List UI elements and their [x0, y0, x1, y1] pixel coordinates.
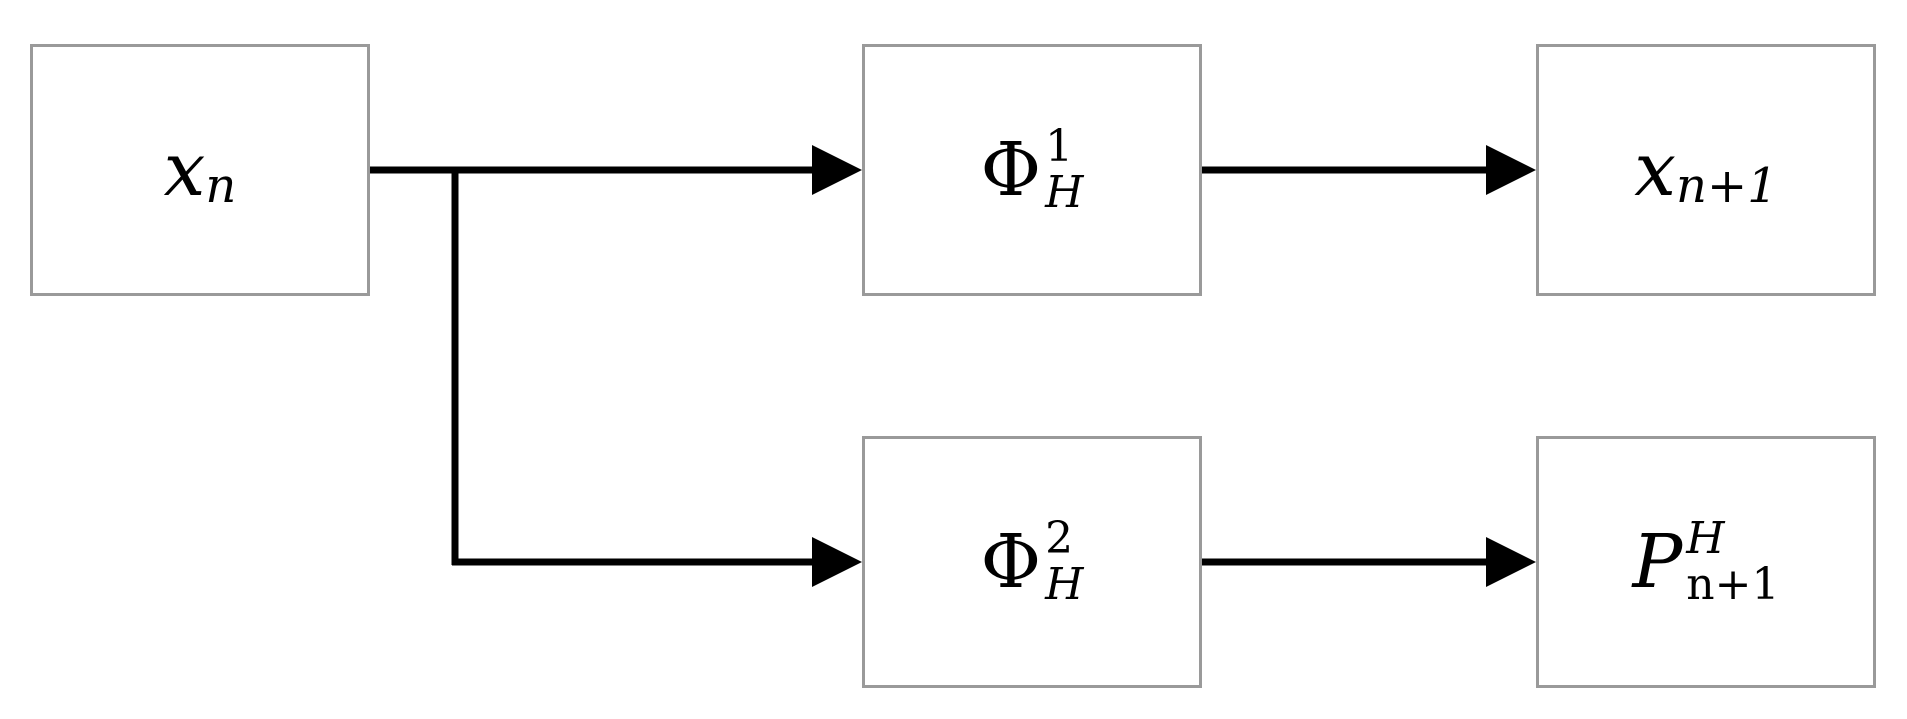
arrowhead-xn1	[1486, 145, 1536, 195]
math-phi-1-h: Φ 1 H	[980, 125, 1083, 215]
subscript-h: H	[1045, 559, 1084, 610]
node-phi-1-h: Φ 1 H	[862, 44, 1202, 296]
math-x-n: x n	[163, 127, 237, 214]
subscript-h: H	[1045, 167, 1084, 218]
subscript-n-plus-1: n+1	[1676, 158, 1778, 214]
script-stack: 2 H	[1045, 517, 1083, 607]
arrowhead-p	[1486, 537, 1536, 587]
symbol-x: x	[163, 127, 206, 213]
subscript-n-plus-1: n+1	[1686, 559, 1780, 610]
arrowhead-phi2	[812, 537, 862, 587]
script-stack: 1 H	[1045, 125, 1083, 215]
superscript-h: H	[1686, 513, 1725, 564]
symbol-p: P	[1632, 519, 1683, 605]
node-x-n: x n	[30, 44, 370, 296]
math-phi-2-h: Φ 2 H	[980, 517, 1083, 607]
superscript-2: 2	[1045, 513, 1074, 564]
subscript-n: n	[205, 158, 237, 214]
math-x-n-plus-1: x n+1	[1634, 127, 1778, 214]
node-p-h-n-plus-1: P H n+1	[1536, 436, 1876, 688]
math-p-h-n-plus-1: P H n+1	[1633, 517, 1780, 607]
script-stack: H n+1	[1686, 517, 1779, 607]
symbol-phi: Φ	[980, 519, 1042, 605]
node-phi-2-h: Φ 2 H	[862, 436, 1202, 688]
node-x-n-plus-1: x n+1	[1536, 44, 1876, 296]
arrowhead-phi1	[812, 145, 862, 195]
symbol-phi: Φ	[980, 127, 1042, 213]
symbol-x: x	[1634, 127, 1677, 213]
superscript-1: 1	[1045, 121, 1074, 172]
